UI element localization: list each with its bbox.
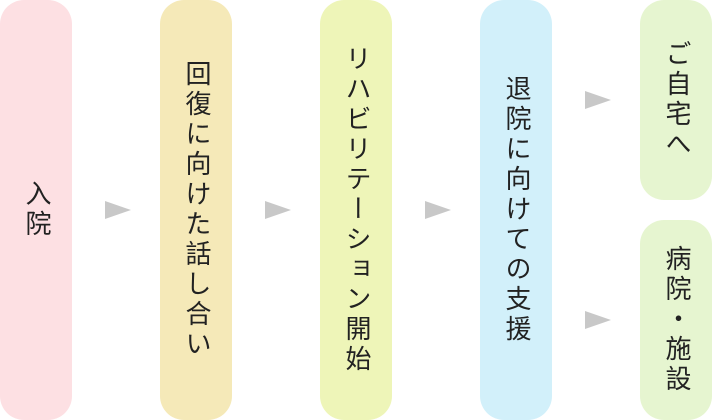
arrow-icon bbox=[265, 201, 291, 219]
step-rehabilitation: リハビリテーション開始 bbox=[320, 0, 392, 420]
arrow-icon bbox=[425, 201, 451, 219]
outcome-label: ご自宅へ bbox=[661, 40, 691, 160]
outcome-home: ご自宅へ bbox=[640, 0, 712, 200]
step-discharge-support: 退院に向けての支援 bbox=[480, 0, 552, 420]
step-label: 回復に向けた話し合い bbox=[181, 60, 211, 360]
arrow-icon bbox=[585, 91, 611, 109]
step-admission: 入院 bbox=[0, 0, 72, 420]
outcome-facility: 病院・施設 bbox=[640, 220, 712, 420]
arrow-icon bbox=[105, 201, 131, 219]
step-label: 入院 bbox=[21, 180, 51, 240]
step-label: リハビリテーション開始 bbox=[341, 45, 371, 375]
arrow-icon bbox=[585, 311, 611, 329]
step-discussion: 回復に向けた話し合い bbox=[160, 0, 232, 420]
outcome-label: 病院・施設 bbox=[661, 245, 691, 395]
step-label: 退院に向けての支援 bbox=[501, 75, 531, 345]
